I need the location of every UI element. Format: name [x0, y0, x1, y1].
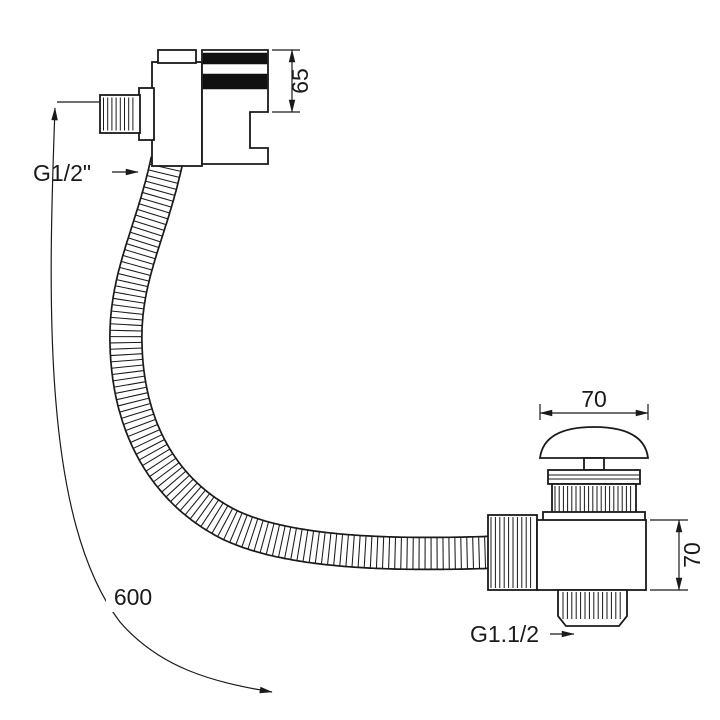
hose-nut-knurling: [490, 517, 532, 588]
waste-flange: [547, 469, 641, 485]
overflow-cap-height-dimension: 65: [272, 49, 313, 113]
waste-upper-thread-lines: [554, 486, 632, 512]
overflow-cap: [201, 49, 269, 165]
hose-corrugations: [109, 156, 501, 571]
hose-length-value: 600: [114, 584, 152, 610]
hose-length-dimension: 600: [50, 101, 273, 694]
waste-cap-width-dimension: 70: [539, 386, 649, 420]
label-mask: [106, 582, 160, 612]
waste-thread-text: G1.1/2: [470, 621, 539, 647]
waste-tail-thread-lines: [562, 592, 621, 619]
waste-thread-label: G1.1/2: [470, 621, 575, 647]
waste-body-height-dimension: 70: [650, 519, 705, 591]
overflow-body: [151, 61, 203, 167]
overflow-thread-label: G1/2": [33, 160, 139, 186]
overflow-body-top: [157, 49, 197, 64]
flexible-hose: [109, 156, 501, 571]
waste-cap-width-value: 70: [581, 386, 607, 412]
waste-body-height-value: 70: [679, 542, 705, 568]
waste-assembly: [487, 426, 650, 627]
overflow-thread-text: G1/2": [33, 160, 91, 186]
waste-plug-stem: [583, 457, 605, 471]
overflow-cap-band-1: [202, 52, 268, 65]
waste-plug-cap: [538, 426, 650, 459]
overflow-collar: [138, 87, 155, 141]
dimension-curve: [50, 107, 273, 694]
overflow-cap-band-2: [202, 73, 268, 90]
waste-body: [536, 519, 647, 591]
nipple-thread-lines: [103, 97, 134, 131]
overflow-fitting: [99, 49, 269, 167]
overflow-cap-height-value: 65: [287, 68, 313, 94]
waste-upper-thread: [551, 483, 637, 515]
waste-tail-thread: [557, 589, 628, 627]
